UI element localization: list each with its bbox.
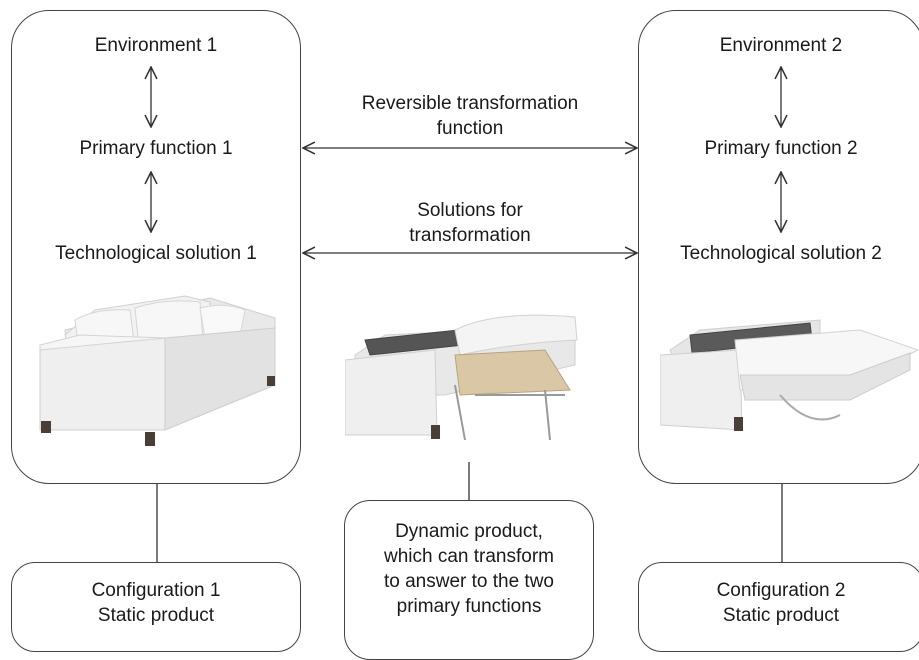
transformation-function-label: Reversible transformation function — [303, 91, 637, 141]
dynamic-product-line-4: primary functions — [396, 596, 542, 617]
configuration-2-text: Configuration 2 Static product — [638, 578, 919, 628]
dynamic-product-line-2: which can transform — [383, 546, 554, 567]
configuration-1-panel — [11, 10, 301, 484]
configuration-1-text: Configuration 1 Static product — [11, 578, 301, 628]
primary-function-2-label: Primary function 2 — [704, 138, 858, 159]
transformation-function-line-1: Reversible transformation — [361, 93, 579, 114]
technological-solution-2-label: Technological solution 2 — [680, 243, 882, 264]
primary-function-1-label: Primary function 1 — [79, 138, 233, 159]
environment-2-label: Environment 2 — [719, 35, 843, 56]
solutions-line-1: Solutions for — [417, 200, 523, 221]
connector-arrows — [0, 0, 919, 562]
sofa-icon — [39, 295, 276, 446]
sofa-bed-open-icon — [660, 319, 918, 431]
transformation-function-line-2: function — [436, 118, 504, 139]
technological-solution-1-label: Technological solution 1 — [55, 243, 257, 264]
environment-1-label: Environment 1 — [94, 35, 218, 56]
dynamic-product-line-3: to answer to the two — [383, 571, 555, 592]
dynamic-product-line-1: Dynamic product, — [395, 521, 543, 542]
solutions-line-2: transformation — [409, 225, 531, 246]
configuration-2-title: Configuration 2 — [716, 580, 846, 601]
configuration-1-title: Configuration 1 — [91, 580, 221, 601]
configuration-2-subtitle: Static product — [722, 605, 840, 626]
solutions-transformation-label: Solutions for transformation — [303, 198, 637, 248]
dynamic-product-text: Dynamic product, which can transform to … — [344, 519, 594, 619]
configuration-2-panel — [638, 10, 919, 484]
configuration-1-subtitle: Static product — [97, 605, 215, 626]
sofa-bed-transforming-icon — [345, 314, 578, 441]
